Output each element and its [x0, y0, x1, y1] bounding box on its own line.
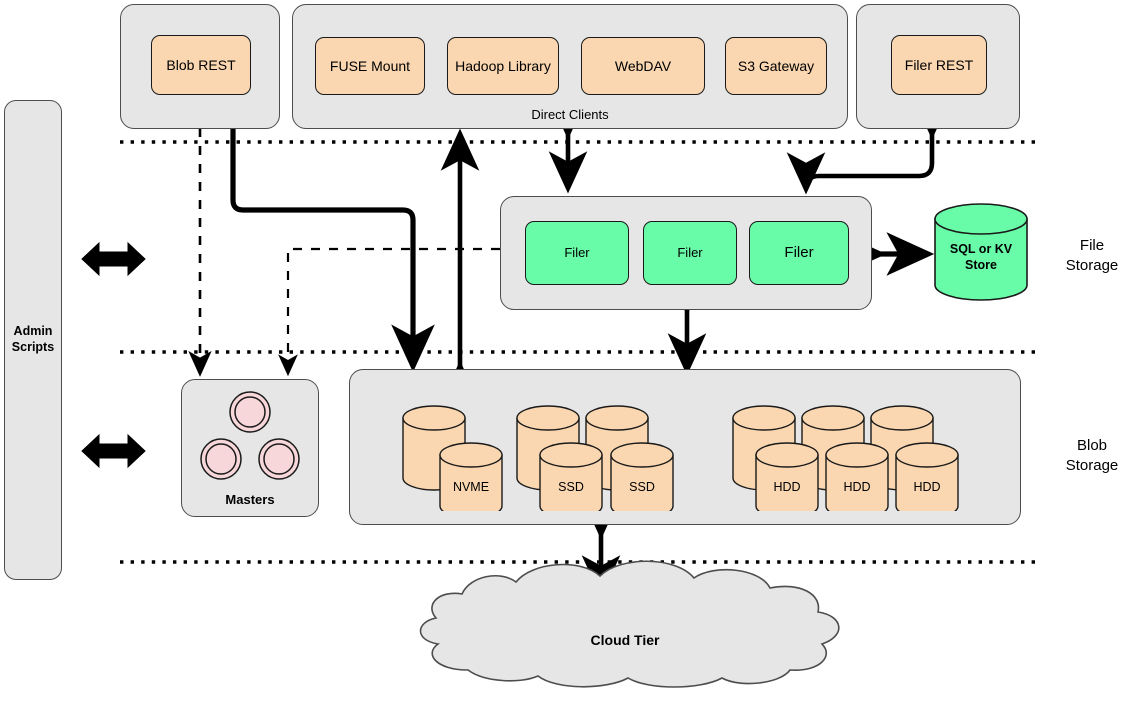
- masters-caption: Masters: [225, 492, 275, 507]
- admin-arrow-blob-storage: [81, 433, 146, 469]
- filer-2-label: Filer: [677, 244, 703, 260]
- hadoop-library-label: Hadoop Library: [455, 57, 551, 74]
- filer-rest-group: Filer REST: [856, 4, 1020, 129]
- admin-scripts-box[interactable]: Admin Scripts: [4, 100, 62, 580]
- filer-3-label: Filer: [784, 244, 814, 262]
- nvme-label: NVME: [452, 480, 490, 494]
- hdd-cylinders-icon: [732, 405, 959, 519]
- hdd-label-3: HDD: [913, 480, 941, 494]
- filer-node-1[interactable]: Filer: [525, 221, 629, 285]
- direct-clients-group: FUSE Mount Hadoop Library WebDAV S3 Gate…: [292, 4, 848, 129]
- s3-gateway-label: S3 Gateway: [737, 57, 815, 74]
- blob-storage-side-label: Blob Storage: [1065, 437, 1119, 474]
- filer-group: Filer Filer Filer: [500, 196, 872, 310]
- ssd-disk-group[interactable]: SSD SSD: [516, 403, 701, 519]
- cloud-tier-label: Cloud Tier: [590, 632, 660, 648]
- ssd-label-2: SSD: [629, 480, 655, 494]
- sql-kv-store[interactable]: SQL or KV Store: [934, 203, 1028, 301]
- hdd-disk-group[interactable]: HDD HDD HDD: [732, 403, 962, 519]
- blob-rest-node[interactable]: Blob REST: [151, 35, 251, 95]
- admin-arrow-file-storage: [81, 241, 146, 277]
- edge-filer-to-masters: [278, 247, 500, 377]
- blob-rest-group: Blob REST: [120, 4, 280, 129]
- hadoop-library-node[interactable]: Hadoop Library: [447, 37, 559, 95]
- file-storage-side-label: File Storage: [1065, 237, 1119, 274]
- database-cylinder-icon: [934, 203, 1028, 301]
- edge-filerrest-to-filer: [786, 97, 952, 195]
- blob-storage-group: NVME: [349, 369, 1021, 525]
- fuse-mount-label: FUSE Mount: [329, 57, 411, 74]
- admin-scripts-label-line2: Scripts: [11, 340, 55, 354]
- webdav-node[interactable]: WebDAV: [581, 37, 705, 95]
- nvme-disk-group[interactable]: NVME: [402, 403, 527, 519]
- s3-gateway-node[interactable]: S3 Gateway: [725, 37, 827, 95]
- hdd-label-1: HDD: [773, 480, 801, 494]
- direct-clients-caption: Direct Clients: [531, 107, 609, 122]
- ssd-cylinders-icon: [516, 405, 674, 519]
- admin-scripts-label-line1: Admin: [13, 324, 53, 339]
- masters-nodes-icon: [200, 391, 300, 480]
- filer-1-label: Filer: [564, 244, 590, 260]
- filer-rest-label: Filer REST: [904, 56, 974, 73]
- cloud-tier-shape: [419, 560, 840, 688]
- filer-node-3[interactable]: Filer: [749, 221, 849, 285]
- sql-kv-store-label-line2: Store: [965, 258, 997, 273]
- ssd-label-1: SSD: [558, 480, 584, 494]
- filer-rest-node[interactable]: Filer REST: [891, 35, 987, 95]
- hdd-label-2: HDD: [843, 480, 871, 494]
- sql-kv-store-label-line1: SQL or KV: [949, 242, 1013, 256]
- masters-group: Masters: [181, 379, 319, 517]
- webdav-label: WebDAV: [614, 57, 672, 74]
- nvme-cylinders-icon: [402, 405, 503, 519]
- fuse-mount-node[interactable]: FUSE Mount: [315, 37, 425, 95]
- blob-rest-label: Blob REST: [166, 56, 236, 73]
- filer-node-2[interactable]: Filer: [643, 221, 737, 285]
- edge-blobrest-to-volumes: [230, 128, 435, 373]
